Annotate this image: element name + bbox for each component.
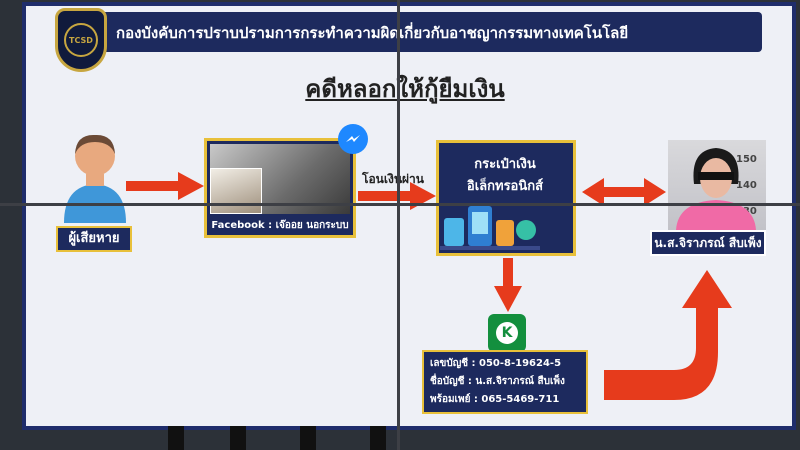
transfer-label: โอนเงินผ่าน [362,172,424,186]
header-title: กองบังคับการปราบปรามการกระทำความผิดเกี่ย… [116,24,629,42]
person-icon [64,134,126,223]
arrow-right-1 [126,172,204,200]
victim-label: ผู้เสียหาย [56,226,132,252]
suspect-photo: 150 140 130 [668,140,766,230]
messenger-bolt-icon [346,135,360,142]
suspect-label: น.ส.จิราภรณ์ สืบเพ็ง [650,230,766,256]
promptpay-number: พร้อมเพย์ : 065-5469-711 [430,394,560,405]
police-logo: TCSD [55,8,107,72]
monitor-bezel-vertical [397,0,400,450]
bank-account-box: เลขบัญชี : 050-8-19624-5 ชื่อบัญชี : น.ส… [422,350,588,414]
logo-emblem: TCSD [64,23,98,57]
suspect-portrait-icon [676,148,756,230]
bank-leaf-icon: K [496,322,518,344]
account-number: เลขบัญชี : 050-8-19624-5 [430,358,562,369]
monitor-bezel-horizontal [0,203,800,206]
microphone-stand [168,426,184,450]
microphone-stand [370,426,386,450]
wallet-title-line1: กระเป๋าเงิน [474,157,536,172]
page-title: คดีหลอกให้กู้ยืมเงิน [305,75,505,103]
e-wallet-illustration-icon [440,206,540,250]
wallet-title-line2: อิเล็กทรอนิกส์ [466,179,544,194]
microphone-stand [230,426,246,450]
facebook-label: Facebook : เจ๊ออย นอกระบบ [211,220,349,231]
height-mark-140: 140 [736,180,757,191]
facebook-profile-image [210,168,262,214]
kasikorn-bank-icon: K [488,314,526,352]
arrow-curved-up [604,270,732,400]
arrow-double [582,178,666,206]
height-mark-150: 150 [736,154,757,165]
arrow-down [494,258,522,312]
messenger-icon [338,124,368,154]
microphone-stand [300,426,316,450]
header-bar [60,12,762,52]
presentation-screen [22,2,796,430]
account-name: ชื่อบัญชี : น.ส.จิราภรณ์ สืบเพ็ง [430,376,565,387]
